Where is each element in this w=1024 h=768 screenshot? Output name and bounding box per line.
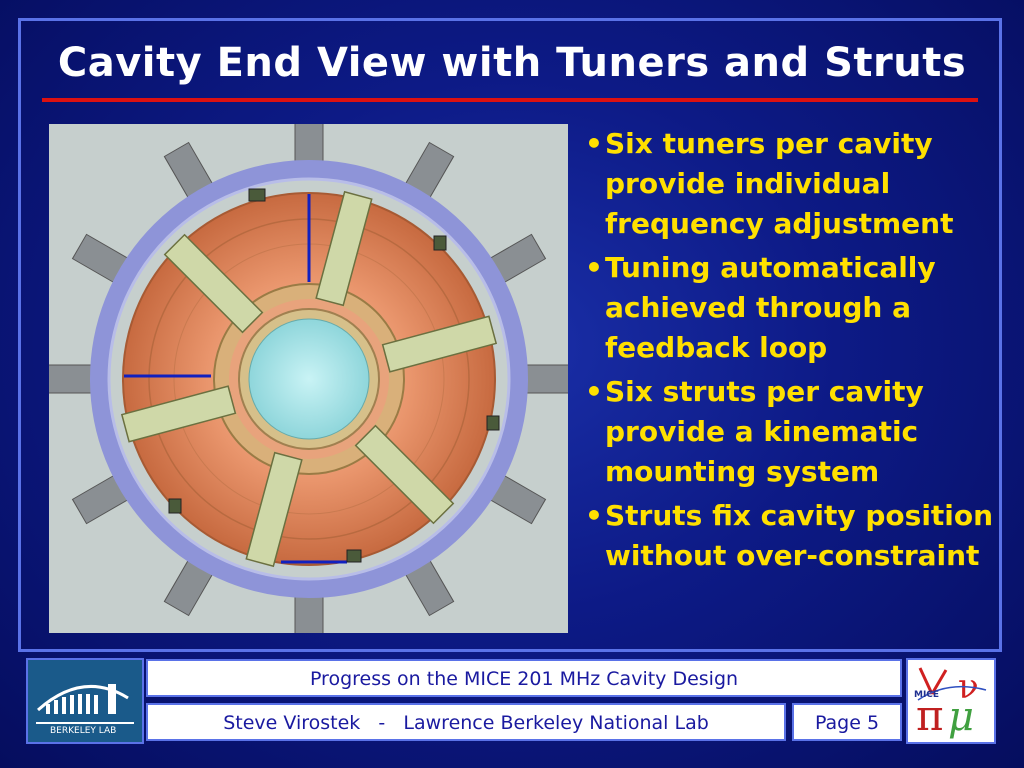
bullet-text: Struts fix cavity position without over-…	[605, 499, 994, 572]
bullet-item: • Struts fix cavity position without ove…	[585, 496, 1000, 576]
slide-title: Cavity End View with Tuners and Struts	[57, 40, 967, 86]
svg-text:μ: μ	[948, 694, 974, 740]
struts	[120, 190, 498, 568]
berkeley-lab-logo: BERKELEY LAB	[26, 658, 144, 744]
author-line: Steve Virostek - Lawrence Berkeley Natio…	[146, 703, 786, 741]
mice-logo-icon: π μ ν	[916, 667, 987, 740]
cavity-end-view-figure	[43, 113, 575, 645]
outer-support-ring	[90, 160, 528, 598]
bullet-text: Tuning automatically achieved through a …	[605, 251, 936, 364]
mice-logo-text: MICE	[914, 690, 940, 700]
dimension-lines	[124, 194, 347, 564]
page-number: Page 5	[792, 703, 902, 741]
bullet-text: Six tuners per cavity provide individual…	[605, 127, 954, 240]
berkeley-lab-logo-icon	[36, 684, 134, 724]
mice-logo: π μ ν MICE	[906, 658, 996, 744]
beam-window	[248, 318, 370, 440]
berkeley-lab-logo-text: BERKELEY LAB	[50, 726, 117, 736]
bullet-marker: •	[585, 251, 603, 284]
presentation-title: Progress on the MICE 201 MHz Cavity Desi…	[146, 659, 902, 697]
bullet-text: Six struts per cavity provide a kinemati…	[605, 375, 924, 488]
bullet-marker: •	[585, 375, 603, 408]
bullet-item: • Six tuners per cavity provide individu…	[585, 124, 1000, 244]
bullet-item: • Tuning automatically achieved through …	[585, 248, 1000, 368]
footer: BERKELEY LAB Progress on the MICE 201 MH…	[18, 656, 1002, 748]
title-underline	[42, 98, 978, 102]
cavity-drawing	[43, 113, 575, 645]
bullet-marker: •	[585, 127, 603, 160]
bullet-list: • Six tuners per cavity provide individu…	[585, 124, 1000, 580]
slide-frame	[18, 18, 1002, 652]
bullet-item: • Six struts per cavity provide a kinema…	[585, 372, 1000, 492]
bullet-marker: •	[585, 499, 603, 532]
